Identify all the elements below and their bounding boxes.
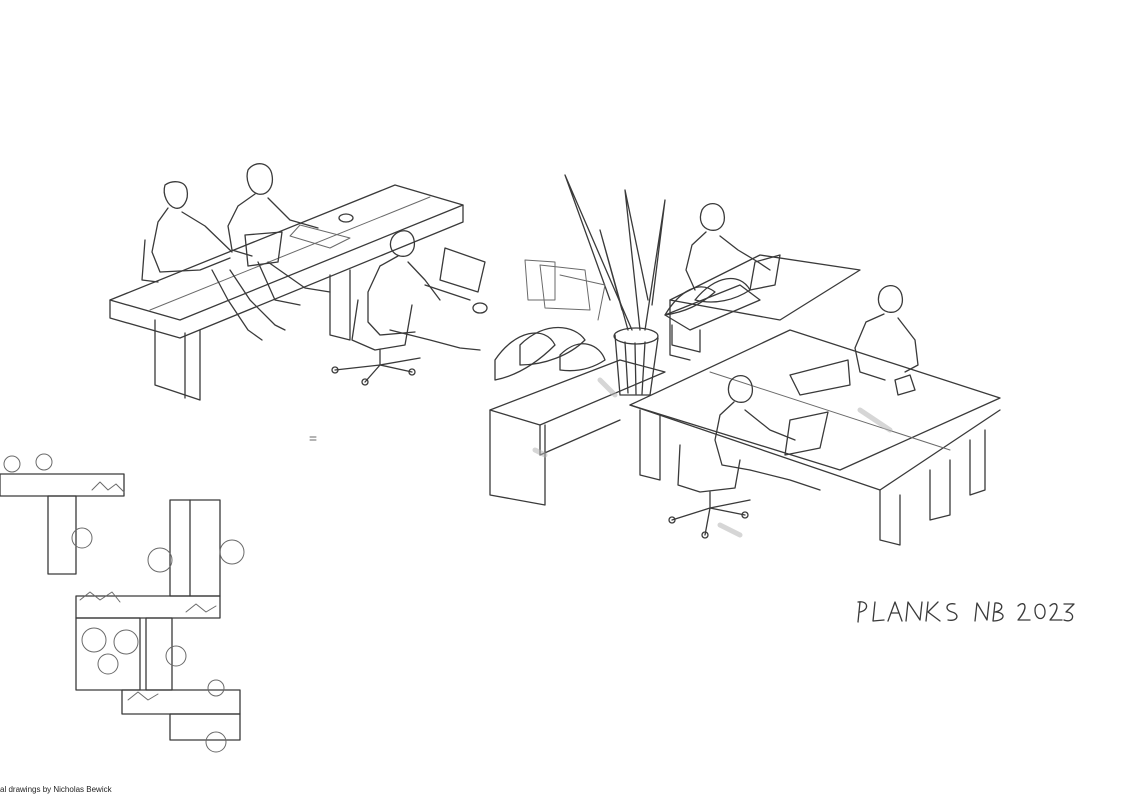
image-caption: al drawings by Nicholas Bewick: [0, 785, 112, 794]
plant-box-right: [664, 277, 761, 353]
standing-figure-right: [789, 285, 919, 396]
seated-figure-right-back: [685, 203, 781, 291]
handwritten-signature: [857, 601, 1075, 623]
center-seated-figure: [367, 230, 488, 351]
office-chair-right: [668, 444, 751, 539]
plant-pot-center: [564, 174, 666, 396]
planter-box-center: [489, 259, 666, 426]
seated-figure-left-1: [141, 181, 286, 341]
left-long-table: [109, 184, 464, 401]
seated-figure-right-front: [714, 375, 829, 491]
office-chair-center: [331, 299, 421, 386]
floor-plan-sketch: [0, 453, 245, 753]
seated-figure-left-2: [227, 163, 331, 306]
shading-strokes: [532, 377, 893, 538]
